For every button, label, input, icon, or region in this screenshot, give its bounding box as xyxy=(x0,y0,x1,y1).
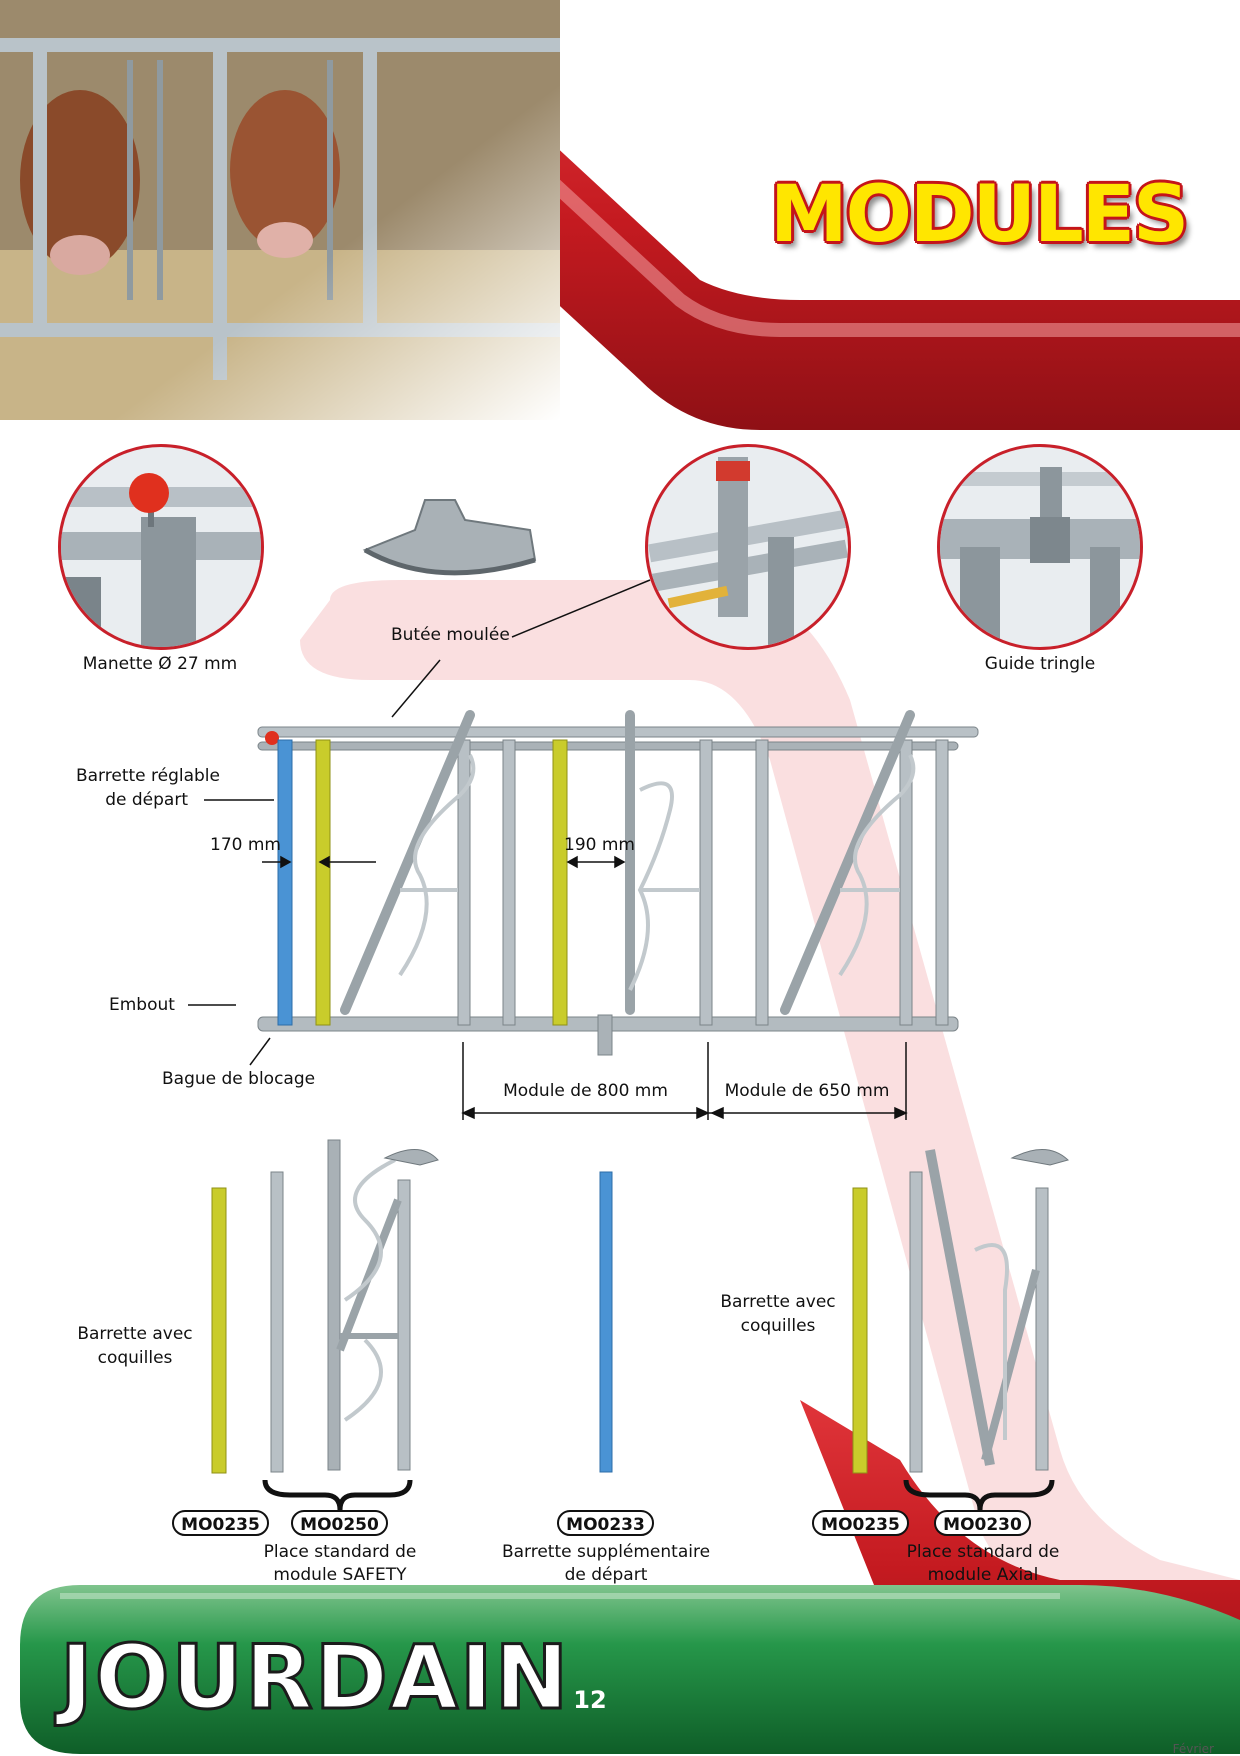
code-mo0233: MO0233 xyxy=(557,1510,654,1536)
label-module-650: Module de 650 mm xyxy=(724,1081,890,1101)
top-rail xyxy=(257,726,979,738)
code-mo0230: MO0230 xyxy=(934,1510,1031,1536)
part-axial-module xyxy=(925,1149,1049,1471)
label-butee: Butée moulée xyxy=(391,625,510,645)
label-safety-l2: module SAFETY xyxy=(273,1565,407,1585)
label-manette: Manette Ø 27 mm xyxy=(82,654,238,674)
part-yellow-bar-right xyxy=(852,1187,868,1474)
label-barrette-coquilles-left-l1: Barrette avec xyxy=(77,1324,193,1344)
butee-moulee-part-icon xyxy=(362,499,537,576)
part-grey-post-left xyxy=(270,1171,284,1473)
label-dim-190: 190 mm xyxy=(564,835,635,855)
jourdain-logo: JOURDAIN xyxy=(58,1626,571,1729)
footer-month: Février xyxy=(1172,1742,1214,1756)
label-axial-l2: module Axial xyxy=(927,1565,1039,1585)
code-mo0235-right: MO0235 xyxy=(812,1510,909,1536)
label-bague: Bague de blocage xyxy=(162,1069,316,1089)
label-safety-l1: Place standard de xyxy=(263,1542,417,1562)
page-number: 12 xyxy=(573,1686,607,1714)
part-grey-post-right xyxy=(909,1171,923,1473)
label-barrette-reglable-l2: de départ xyxy=(105,790,188,810)
label-axial-l1: Place standard de xyxy=(906,1542,1060,1562)
code-mo0250: MO0250 xyxy=(291,1510,388,1536)
part-yellow-bar-left xyxy=(211,1187,227,1474)
label-module-800: Module de 800 mm xyxy=(503,1081,668,1101)
cows-photo xyxy=(0,0,560,420)
label-embout: Embout xyxy=(109,995,175,1015)
part-blue-bar xyxy=(599,1171,613,1473)
label-barrette-reglable-l1: Barrette réglable xyxy=(75,766,220,786)
code-mo0235-left: MO0235 xyxy=(172,1510,269,1536)
label-depart-l2: de départ xyxy=(564,1565,648,1585)
label-guide: Guide tringle xyxy=(984,654,1096,674)
blue-start-bar xyxy=(277,739,293,1026)
label-dim-170: 170 mm xyxy=(210,835,281,855)
part-safety-module xyxy=(327,1139,411,1471)
green-footer xyxy=(20,1585,1240,1754)
yellow-bar-2 xyxy=(552,739,568,1026)
red-knob-icon xyxy=(129,473,169,513)
label-barrette-coquilles-right-l2: coquilles xyxy=(740,1316,816,1336)
label-barrette-coquilles-right-l1: Barrette avec xyxy=(720,1292,836,1312)
page-title: MODULES xyxy=(770,170,1189,260)
yellow-bar-1 xyxy=(315,739,331,1026)
label-depart-l1: Barrette supplémentaire xyxy=(501,1542,711,1562)
label-barrette-coquilles-left-l2: coquilles xyxy=(97,1348,173,1368)
detail-butee-photo xyxy=(645,444,851,650)
